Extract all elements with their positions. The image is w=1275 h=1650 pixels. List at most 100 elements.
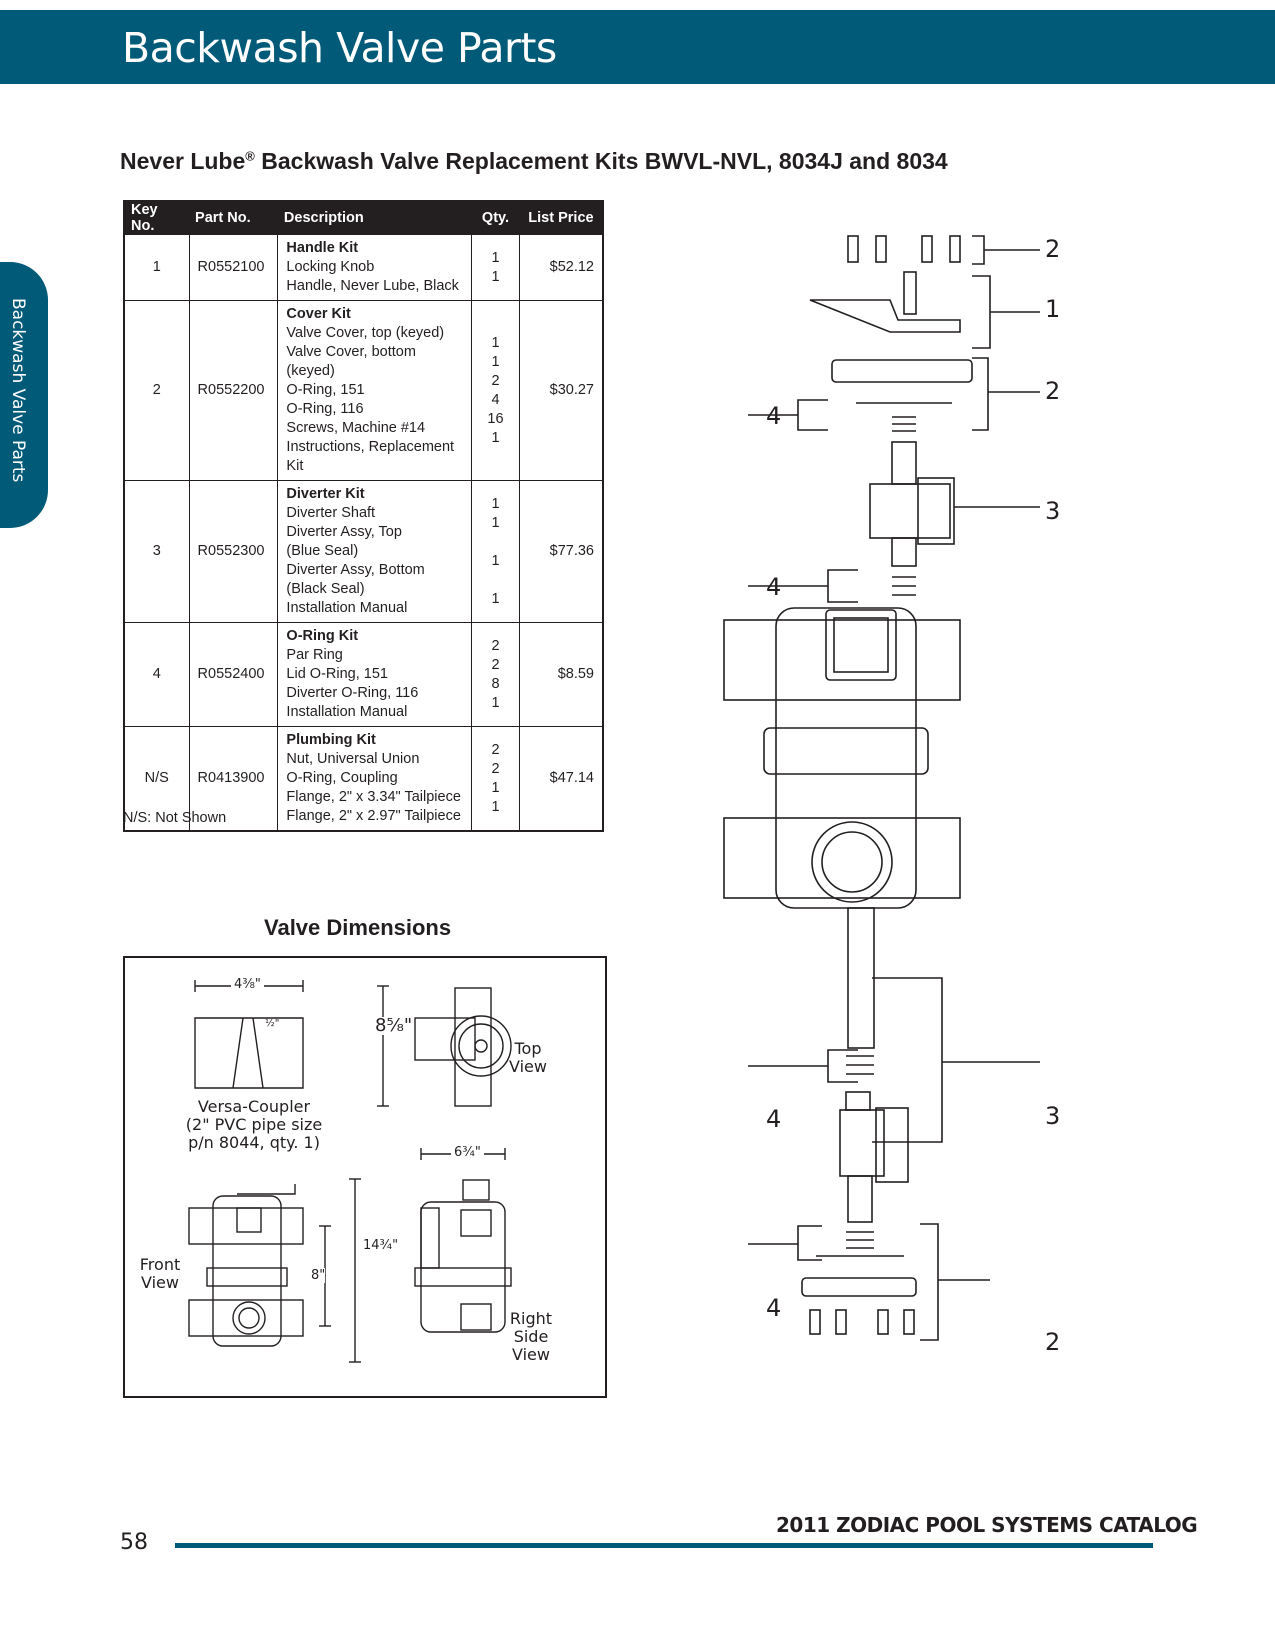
kit-item-qty: 4 — [491, 391, 500, 408]
part-number-cell: R0552400 — [188, 622, 279, 727]
callout-handle-kit: 1 — [1045, 295, 1061, 323]
header-part: Part No. — [189, 201, 278, 235]
exploded-valve-diagram — [723, 235, 1040, 1341]
key-cell: 2 — [123, 300, 190, 481]
kit-item: Flange, 2" x 3.34" Tailpiece — [286, 789, 461, 805]
top-view-label-line: Top — [514, 1039, 542, 1058]
kit-item: Diverter Assy, Bottom — [286, 562, 425, 578]
kit-name: O-Ring Kit — [286, 628, 359, 644]
kit-item-qty: 1 — [491, 429, 500, 446]
kit-item: Valve Cover, top (keyed) — [286, 325, 445, 341]
page-header: Backwash Valve Parts — [0, 10, 1275, 84]
kit-item-qty: 1 — [491, 694, 500, 711]
dimensions-figure: 4⅜" ½" Versa-Coupler (2" PVC pipe size p… — [123, 956, 607, 1398]
coupler-half-dim: ½" — [265, 1018, 280, 1029]
footer-rule — [175, 1543, 1153, 1548]
kit-item-qty: 2 — [491, 372, 500, 389]
list-price-cell: $77.36 — [519, 480, 604, 623]
section-title-main: Never Lube — [120, 148, 246, 174]
registered-mark: ® — [245, 148, 255, 164]
coupler-label-line: Versa-Coupler — [197, 1097, 311, 1116]
callout-oring-kit-3: 4 — [766, 1105, 782, 1133]
list-price-cell: $47.14 — [519, 726, 604, 832]
top-view-label: Top View — [503, 1040, 553, 1076]
top-view-label-line: View — [509, 1057, 547, 1076]
side-tab-label: Backwash Valve Parts — [8, 298, 28, 483]
part-number-cell: R0552100 — [188, 234, 279, 301]
key-cell: 4 — [123, 622, 190, 727]
kit-name: Diverter Kit — [286, 486, 365, 502]
coupler-width-dim: 4⅜" — [231, 977, 264, 992]
side-view-label-line: Right — [509, 1309, 553, 1328]
page-number: 58 — [120, 1530, 148, 1555]
kit-item: O-Ring, 151 — [286, 382, 365, 398]
kit-item-qty: 2 — [491, 656, 500, 673]
list-price-cell: $30.27 — [519, 300, 604, 481]
callout-diverter-kit-bottom: 3 — [1045, 1102, 1061, 1130]
kit-item: O-Ring, 116 — [286, 401, 364, 417]
kit-item-qty: 1 — [491, 514, 500, 531]
kit-item: Instructions, Replacement Kit — [286, 439, 455, 474]
front-inner-dim: 8" — [311, 1268, 326, 1283]
kit-item-qty: 1 — [491, 590, 500, 607]
kit-item-qty: 2 — [491, 637, 500, 654]
table-header-row: Key No. Part No. Description Qty. List P… — [124, 201, 603, 235]
kit-item: Diverter Assy, Top — [286, 524, 402, 540]
callout-oring-kit-4: 4 — [766, 1294, 782, 1322]
key-cell: 1 — [123, 234, 190, 301]
dimensions-drawings — [188, 980, 512, 1363]
kit-item: (Black Seal) — [286, 581, 365, 597]
kit-item-qty: 1 — [491, 798, 500, 815]
page-title: Backwash Valve Parts — [122, 24, 557, 72]
kit-item: Installation Manual — [286, 704, 408, 720]
parts-table: Key No. Part No. Description Qty. List P… — [123, 200, 604, 832]
kit-item: Par Ring — [286, 647, 343, 663]
section-side-tab[interactable]: Backwash Valve Parts — [0, 262, 48, 528]
front-view-label: Front View — [135, 1256, 185, 1292]
part-number-cell: R0552300 — [188, 480, 279, 623]
key-cell: N/S — [123, 726, 190, 832]
header-qty: Qty. — [471, 201, 520, 235]
side-width-dim: 6¾" — [451, 1145, 484, 1160]
coupler-label-line: p/n 8044, qty. 1) — [188, 1133, 320, 1152]
kit-item: Diverter Shaft — [286, 505, 376, 521]
kit-name: Handle Kit — [286, 240, 359, 256]
kit-item-qty: 16 — [487, 410, 504, 427]
section-title: Never Lube® Backwash Valve Replacement K… — [120, 148, 948, 175]
coupler-label-line: (2" PVC pipe size — [185, 1115, 323, 1134]
kit-item-qty: 1 — [491, 334, 500, 351]
part-number-cell: R0552200 — [188, 300, 279, 481]
kit-item-qty: 2 — [491, 741, 500, 758]
kit-item: Lid O-Ring, 151 — [286, 666, 388, 682]
kit-item: O-Ring, Coupling — [286, 770, 398, 786]
kit-item: Installation Manual — [286, 600, 408, 616]
kit-item-qty: 1 — [491, 495, 500, 512]
side-view-label: Right Side View — [503, 1310, 559, 1364]
kit-item: Nut, Universal Union — [286, 751, 420, 767]
kit-item-qty: 1 — [491, 268, 500, 285]
kit-item-qty — [480, 533, 512, 552]
kit-item: Locking Knob — [286, 259, 375, 275]
kit-item: Handle, Never Lube, Black — [286, 278, 459, 294]
header-price: List Price — [519, 201, 603, 235]
side-view-label-line: Side — [513, 1327, 549, 1346]
list-price-cell: $8.59 — [519, 622, 604, 727]
part-number-cell: R0413900 — [188, 726, 279, 832]
kit-item: Flange, 2" x 2.97" Tailpiece — [286, 808, 461, 824]
callout-cover-kit-bottom: 2 — [1045, 1328, 1061, 1356]
dimensions-title: Valve Dimensions — [264, 915, 452, 940]
kit-item-qty — [480, 571, 512, 590]
callout-diverter-kit-top: 3 — [1045, 497, 1061, 525]
side-view-label-line: View — [512, 1345, 550, 1364]
